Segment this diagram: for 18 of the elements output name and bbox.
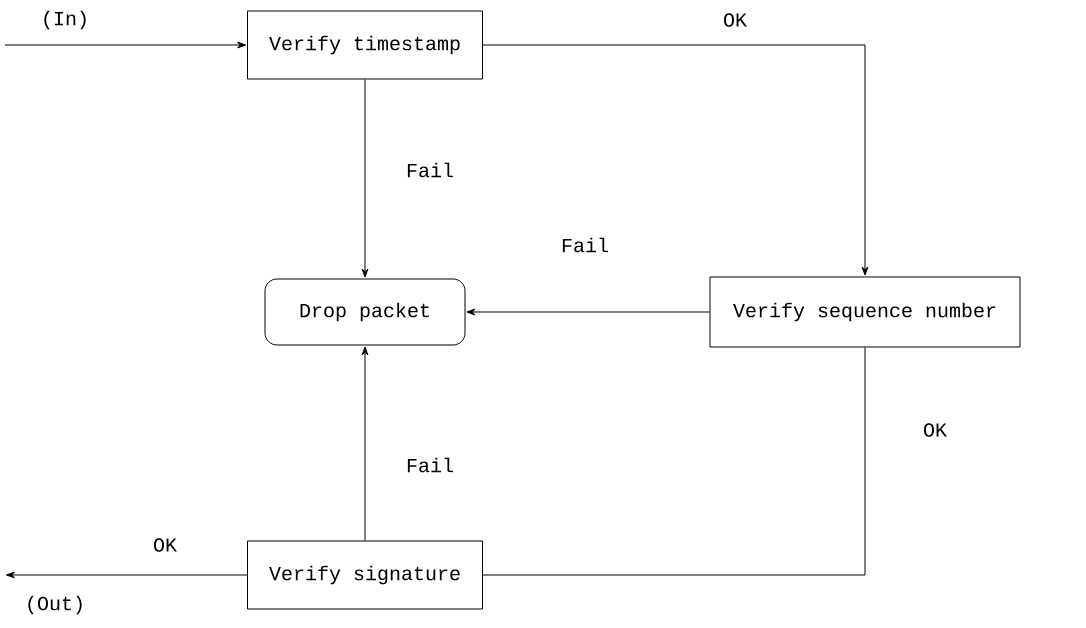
- arrow: [482, 44, 869, 276]
- edge-label: OK: [151, 536, 179, 554]
- edge-label: (In): [39, 8, 91, 32]
- edge-label: Fail: [559, 235, 611, 255]
- edge-label: OK: [921, 421, 949, 439]
- rounded-box: Drop packet: [264, 278, 466, 346]
- arrow: [466, 308, 710, 316]
- arrow: [361, 79, 369, 278]
- arrow: [4, 41, 247, 49]
- arrow: [361, 346, 369, 541]
- arrow: [5, 571, 248, 579]
- edge-label: Fail: [404, 160, 456, 180]
- process-box: Verify signature: [247, 540, 483, 610]
- process-box: Verify sequence number: [709, 276, 1021, 348]
- edge-label: Fail: [404, 455, 456, 475]
- process-box: Verify timestamp: [247, 10, 483, 80]
- port-label: (Out): [28, 595, 82, 615]
- edge-label: OK: [721, 11, 749, 29]
